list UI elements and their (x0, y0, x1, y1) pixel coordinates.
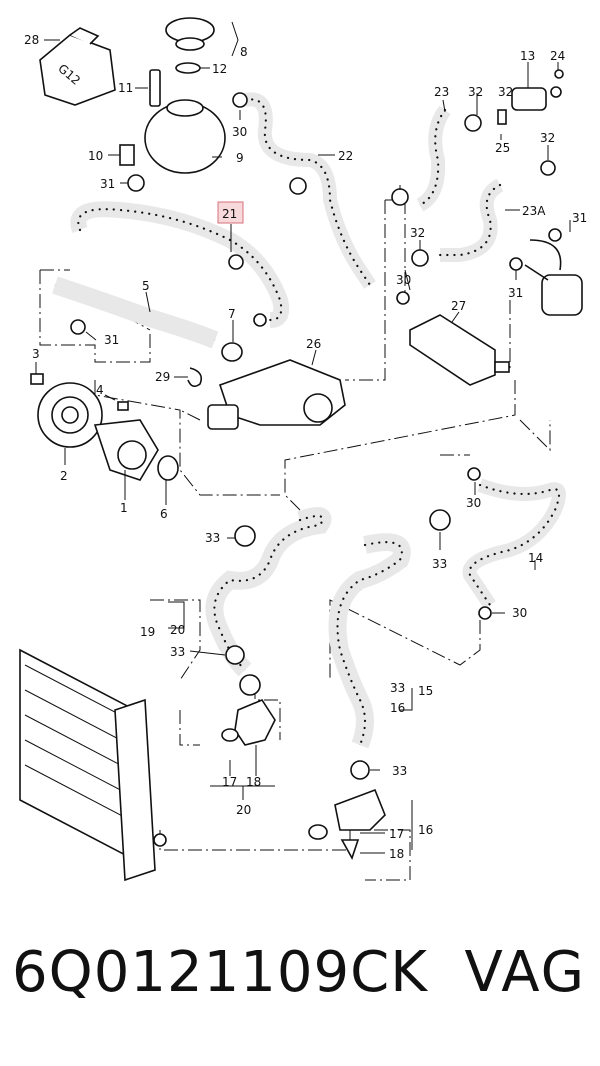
callout-26: 26 (306, 337, 321, 351)
seal-part-7 (221, 342, 243, 362)
callout-11: 11 (118, 81, 133, 95)
callout-4: 4 (96, 383, 104, 397)
seal-part-6 (157, 455, 179, 481)
coolant-hoses (52, 92, 566, 749)
callout-19: 19 (140, 625, 155, 639)
heat-exchanger-part-27 (409, 314, 496, 386)
highlighted-callout-21: 21 (222, 207, 237, 221)
callout-3: 3 (32, 347, 40, 361)
callout-31: 31 (508, 286, 523, 300)
callout-31: 31 (104, 333, 119, 347)
highlighted-callout-box (217, 201, 244, 224)
callout-27: 27 (451, 299, 466, 313)
radiator (19, 648, 167, 882)
callout-33: 33 (390, 681, 405, 695)
callout-10: 10 (88, 149, 103, 163)
callout-30: 30 (396, 273, 411, 287)
coolant-flange-part-right (334, 788, 386, 831)
callout-33: 33 (170, 645, 185, 659)
seal-part-12 (175, 62, 201, 74)
footer: 6Q0121109CK VAG (0, 940, 600, 1040)
callout-12: 12 (212, 62, 227, 76)
callout-1: 1 (120, 501, 128, 515)
callout-8: 8 (240, 45, 248, 59)
callout-32: 32 (540, 131, 555, 145)
callout-24: 24 (550, 49, 565, 63)
callout-32: 32 (410, 226, 425, 240)
callout-31: 31 (100, 177, 115, 191)
callout-6: 6 (160, 507, 168, 521)
callout-33: 33 (432, 557, 447, 571)
valve-part-13 (511, 87, 547, 111)
cooling-system-exploded-diagram: G12 (19, 17, 587, 882)
coolant-flange-part-left (234, 699, 276, 746)
sensor-part-11 (149, 69, 161, 107)
clip-part-10 (119, 144, 135, 166)
callout-2: 2 (60, 469, 68, 483)
callout-5: 5 (142, 279, 150, 293)
callout-22: 22 (338, 149, 353, 163)
leader-lines (35, 21, 571, 854)
callout-20: 20 (236, 803, 251, 817)
bolt-part-4 (117, 401, 129, 411)
callout-32: 32 (468, 85, 483, 99)
callout-31: 31 (572, 211, 587, 225)
callout-7: 7 (228, 307, 236, 321)
callout-29: 29 (155, 370, 170, 384)
callout-32: 32 (498, 85, 513, 99)
callout-23: 23 (434, 85, 449, 99)
callout-23A: 23A (522, 204, 546, 218)
callout-20: 20 (170, 623, 185, 637)
callout-16: 16 (390, 701, 405, 715)
clip-part-29 (187, 367, 203, 388)
callout-25: 25 (495, 141, 510, 155)
callout-14: 14 (528, 551, 543, 565)
callout-33: 33 (205, 531, 220, 545)
bolt-part-3 (30, 373, 44, 385)
callout-16: 16 (418, 823, 433, 837)
brand-label: VAG (464, 940, 586, 1005)
callout-28: 28 (24, 33, 39, 47)
oil-cooler-part (541, 274, 583, 316)
callout-17: 17 (389, 827, 404, 841)
callout-33: 33 (392, 764, 407, 778)
callout-15: 15 (418, 684, 433, 698)
callout-18: 18 (389, 847, 404, 861)
callout-30: 30 (512, 606, 527, 620)
callout-17: 17 (222, 775, 237, 789)
coolant-container-part-28: G12 (39, 27, 116, 106)
parts: G12 (19, 17, 583, 882)
callout-13: 13 (520, 49, 535, 63)
callout-30: 30 (232, 125, 247, 139)
callout-30: 30 (466, 496, 481, 510)
hose-clamps (70, 92, 562, 780)
callout-labels: 28 8 12 11 30 10 9 31 22 13 24 23 32 32 … (24, 33, 587, 861)
part-number: 6Q0121109CK (12, 940, 428, 1005)
callout-9: 9 (236, 151, 244, 165)
callout-18: 18 (246, 775, 261, 789)
